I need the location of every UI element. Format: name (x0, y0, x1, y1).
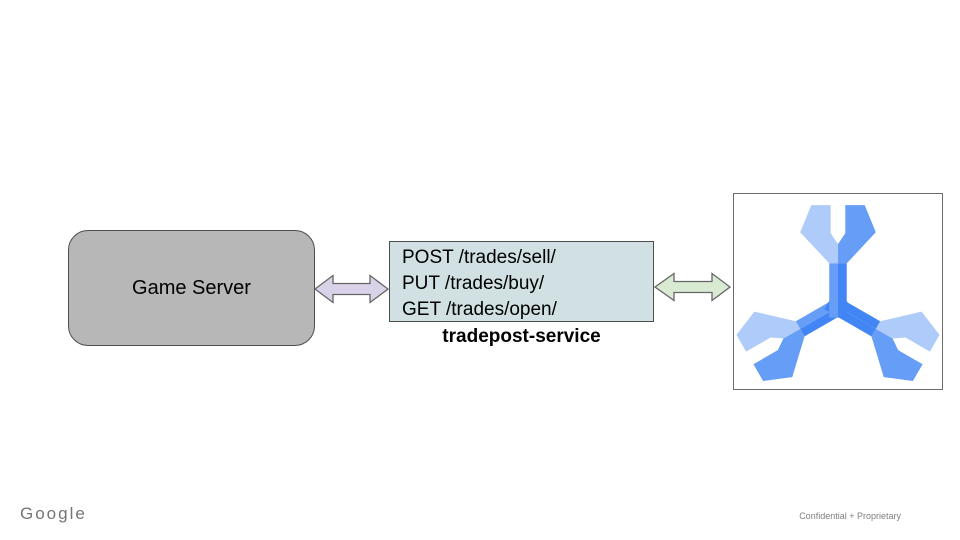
confidentiality-notice: Confidential + Proprietary (799, 511, 901, 521)
tradepost-service-label: tradepost-service (442, 326, 601, 347)
endpoint-put-buy: PUT /trades/buy/ (402, 273, 545, 294)
game-server-node: Game Server (68, 230, 315, 346)
datastore-node (733, 193, 943, 390)
google-logo: Google (20, 504, 87, 523)
memorystore-icon (736, 205, 940, 382)
bidirectional-arrow-right-icon (654, 272, 731, 302)
tradepost-service-node: POST /trades/sell/ PUT /trades/buy/ GET … (389, 241, 654, 322)
game-server-label: Game Server (132, 276, 251, 299)
bidirectional-arrow-left-icon (314, 274, 389, 304)
endpoint-post-sell: POST /trades/sell/ (402, 247, 556, 268)
endpoint-get-open: GET /trades/open/ (402, 299, 557, 320)
